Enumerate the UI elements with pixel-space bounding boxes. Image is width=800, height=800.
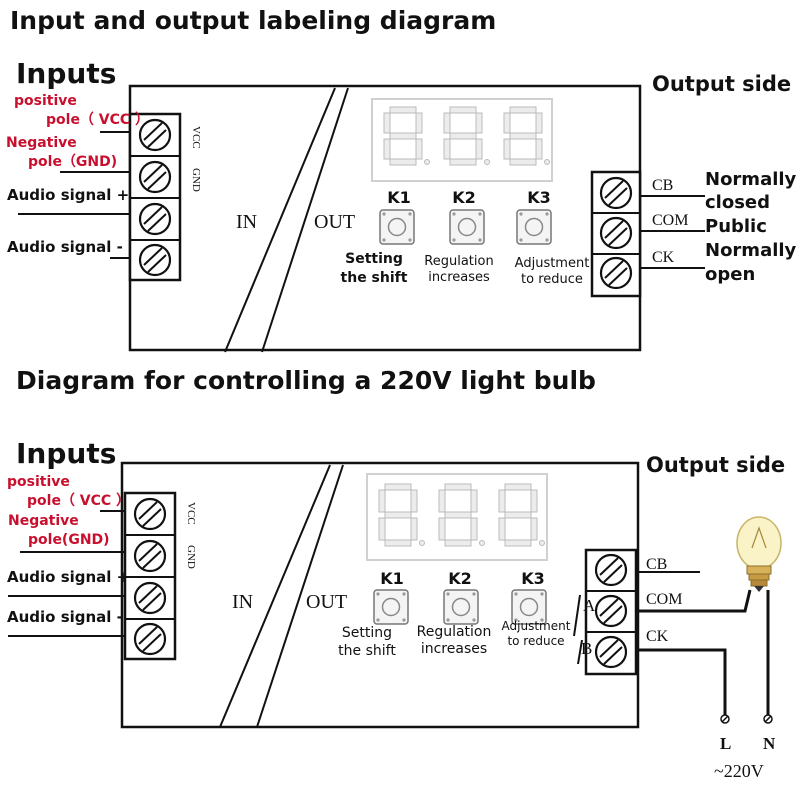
in-label: IN bbox=[232, 591, 254, 613]
public-label: Public bbox=[705, 216, 767, 237]
terminal-screw-icon bbox=[594, 635, 628, 669]
terminal-screw-icon bbox=[133, 539, 167, 573]
seven-segment-digit bbox=[503, 106, 550, 166]
seven-segment-display bbox=[366, 473, 548, 561]
terminal-ck-label: CK bbox=[652, 249, 675, 266]
k3-desc-line2: to reduce bbox=[507, 634, 565, 648]
k1-label: K1 bbox=[380, 569, 404, 588]
terminal-screw-icon bbox=[138, 202, 172, 236]
output-side-title: Output side bbox=[652, 72, 792, 96]
positive-pole-line2: pole（ VCC ） bbox=[27, 493, 131, 509]
k2-label: K2 bbox=[448, 569, 472, 588]
terminal-screw-icon bbox=[594, 594, 628, 628]
k2-desc-line2: increases bbox=[420, 641, 488, 657]
seven-segment-digit bbox=[498, 483, 545, 547]
inputs-title: Inputs bbox=[16, 57, 117, 90]
relay-a-label: A bbox=[583, 596, 596, 615]
terminal-screw-icon bbox=[594, 553, 628, 587]
io-labeling-diagram-drawing bbox=[18, 84, 705, 353]
audio-minus-label: Audio signal - bbox=[7, 608, 123, 626]
negative-pole-line2: pole（GND) bbox=[28, 154, 118, 170]
relay-b-label: B bbox=[581, 639, 593, 658]
top-heading: Input and output labeling diagram bbox=[10, 6, 497, 35]
seven-segment-digit bbox=[383, 106, 430, 166]
terminal-screw-icon bbox=[133, 581, 167, 615]
k2-button[interactable] bbox=[449, 209, 485, 245]
positive-pole-line2: pole（ VCC ） bbox=[46, 112, 150, 128]
inputs-title: Inputs bbox=[16, 437, 117, 470]
audio-minus-label: Audio signal - bbox=[7, 238, 123, 256]
seven-segment-digit bbox=[438, 483, 485, 547]
terminal-screw-icon bbox=[599, 256, 633, 290]
light-bulb-icon bbox=[736, 516, 782, 592]
negative-pole-line2: pole(GND) bbox=[28, 532, 110, 548]
k1-button[interactable] bbox=[379, 209, 415, 245]
k3-desc-line1: Adjustment bbox=[501, 619, 571, 633]
output-side-title: Output side bbox=[646, 453, 786, 477]
terminal-screw-icon bbox=[133, 622, 167, 656]
out-label: OUT bbox=[306, 591, 348, 613]
terminal-cb-label: CB bbox=[646, 556, 668, 573]
negative-pole-line1: Negative bbox=[8, 513, 79, 529]
k3-button[interactable] bbox=[516, 209, 552, 245]
terminal-screw-icon bbox=[138, 118, 172, 152]
normally-open-line1: Normally bbox=[705, 240, 797, 261]
seven-segment-display bbox=[371, 98, 553, 182]
k2-desc-line1: Regulation bbox=[416, 624, 492, 640]
normally-closed-line1: Normally bbox=[705, 169, 797, 190]
terminal-screw-icon bbox=[599, 216, 633, 250]
terminal-com-label: COM bbox=[652, 212, 689, 229]
k2-desc-line2: increases bbox=[428, 270, 490, 285]
terminal-screw-icon bbox=[138, 160, 172, 194]
k3-label: K3 bbox=[521, 569, 545, 588]
audio-plus-label: Audio signal + bbox=[7, 186, 130, 204]
pcb-vcc-label: VCC bbox=[190, 126, 202, 149]
seven-segment-digit bbox=[378, 483, 425, 547]
terminal-screw-icon bbox=[133, 497, 167, 531]
terminal-com-label: COM bbox=[646, 591, 683, 608]
terminal-ck-label: CK bbox=[646, 628, 669, 645]
terminal-screw-icon bbox=[599, 176, 633, 210]
in-label: IN bbox=[236, 211, 258, 233]
pcb-vcc-label: VCC bbox=[185, 502, 197, 525]
bottom-heading: Diagram for controlling a 220V light bul… bbox=[16, 366, 596, 395]
k1-button[interactable] bbox=[373, 589, 409, 625]
audio-plus-label: Audio signal + bbox=[7, 568, 130, 586]
io-labeling-diagram: Inputs Output side positive pole（ VCC ） … bbox=[0, 0, 800, 360]
k2-button[interactable] bbox=[443, 589, 479, 625]
k2-label: K2 bbox=[452, 188, 476, 207]
k1-desc-line2: the shift bbox=[338, 643, 396, 659]
pcb-gnd-label: GND bbox=[190, 168, 202, 192]
k3-button[interactable] bbox=[511, 589, 547, 625]
k1-desc-line2: the shift bbox=[340, 270, 408, 286]
pcb-gnd-label: GND bbox=[185, 545, 197, 569]
mains-l-label: L bbox=[720, 734, 732, 753]
negative-pole-line1: Negative bbox=[6, 135, 77, 151]
seven-segment-digit bbox=[443, 106, 490, 166]
k3-label: K3 bbox=[527, 188, 551, 207]
k3-desc-line2: to reduce bbox=[521, 272, 583, 287]
k2-desc-line1: Regulation bbox=[424, 254, 494, 269]
out-label: OUT bbox=[314, 211, 356, 233]
terminal-screw-icon bbox=[138, 243, 172, 277]
k1-desc-line1: Setting bbox=[341, 625, 393, 641]
positive-pole-line1: positive bbox=[7, 474, 70, 490]
input-terminal-block bbox=[123, 491, 177, 661]
normally-closed-line2: closed bbox=[705, 192, 771, 213]
normally-open-line2: open bbox=[705, 264, 756, 285]
positive-pole-line1: positive bbox=[14, 93, 77, 109]
k3-desc-line1: Adjustment bbox=[514, 256, 590, 271]
output-terminal-block bbox=[584, 548, 638, 676]
k1-label: K1 bbox=[387, 188, 411, 207]
terminal-cb-label: CB bbox=[652, 177, 674, 194]
mains-voltage-label: ~220V bbox=[714, 761, 764, 781]
mains-n-label: N bbox=[763, 734, 776, 753]
k1-desc-line1: Setting bbox=[345, 251, 403, 267]
